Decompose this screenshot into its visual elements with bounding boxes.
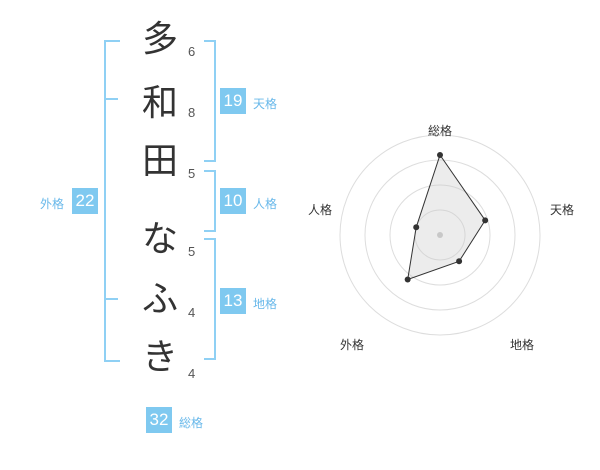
- name-char-2: 和: [141, 83, 178, 124]
- radar-rings: [339, 134, 541, 336]
- chikaku-bracket: [204, 238, 216, 360]
- radar-ring-2: [389, 184, 491, 286]
- stroke-count-4: 5: [188, 244, 196, 259]
- radar-point-5: [413, 224, 420, 231]
- soukaku-badge: 32: [146, 407, 172, 433]
- stroke-count-5: 4: [188, 305, 196, 320]
- stroke-count-2: 8: [188, 105, 196, 120]
- name-char-6: き: [141, 337, 178, 378]
- radar-ring-3: [364, 159, 516, 311]
- radar-point-1: [437, 152, 443, 158]
- axis-label-jinkaku: 人格: [308, 203, 333, 217]
- name-char-1: 多: [141, 19, 178, 60]
- gaikaku-bracket-mid-bottom: [104, 298, 118, 300]
- soukaku-label: 総格: [179, 416, 204, 430]
- stroke-count-1: 6: [188, 44, 196, 59]
- radar-center: [437, 232, 443, 238]
- axis-label-tenkaku: 天格: [550, 203, 575, 217]
- gaikaku-bracket: [104, 40, 120, 362]
- chikaku-label: 地格: [253, 297, 278, 311]
- tenkaku-label: 天格: [253, 97, 278, 111]
- gaikaku-label: 外格: [40, 197, 65, 211]
- gaikaku-badge: 22: [72, 188, 98, 214]
- stroke-count-3: 5: [188, 166, 196, 181]
- name-char-3: 田: [141, 141, 178, 182]
- radar-point-2: [482, 217, 489, 224]
- radar-chart: [339, 134, 541, 336]
- gaikaku-bracket-mid-top: [104, 98, 118, 100]
- axis-label-chikaku: 地格: [510, 338, 535, 352]
- radar-ring-4: [339, 134, 541, 336]
- name-char-4: な: [141, 219, 178, 260]
- tenkaku-badge: 19: [220, 88, 246, 114]
- chikaku-badge: 13: [220, 288, 246, 314]
- radar-point-4: [404, 276, 411, 283]
- tenkaku-bracket: [204, 40, 216, 162]
- axis-label-gaikaku: 外格: [340, 338, 365, 352]
- jinkaku-badge: 10: [220, 188, 246, 214]
- radar-polygon: [407, 153, 486, 281]
- jinkaku-label: 人格: [253, 197, 278, 211]
- stroke-count-6: 4: [188, 366, 196, 381]
- radar-point-3: [456, 258, 463, 265]
- jinkaku-bracket: [204, 170, 216, 232]
- axis-label-soukaku: 総格: [428, 124, 453, 138]
- radar-points: [404, 152, 489, 283]
- name-char-5: ふ: [141, 279, 178, 320]
